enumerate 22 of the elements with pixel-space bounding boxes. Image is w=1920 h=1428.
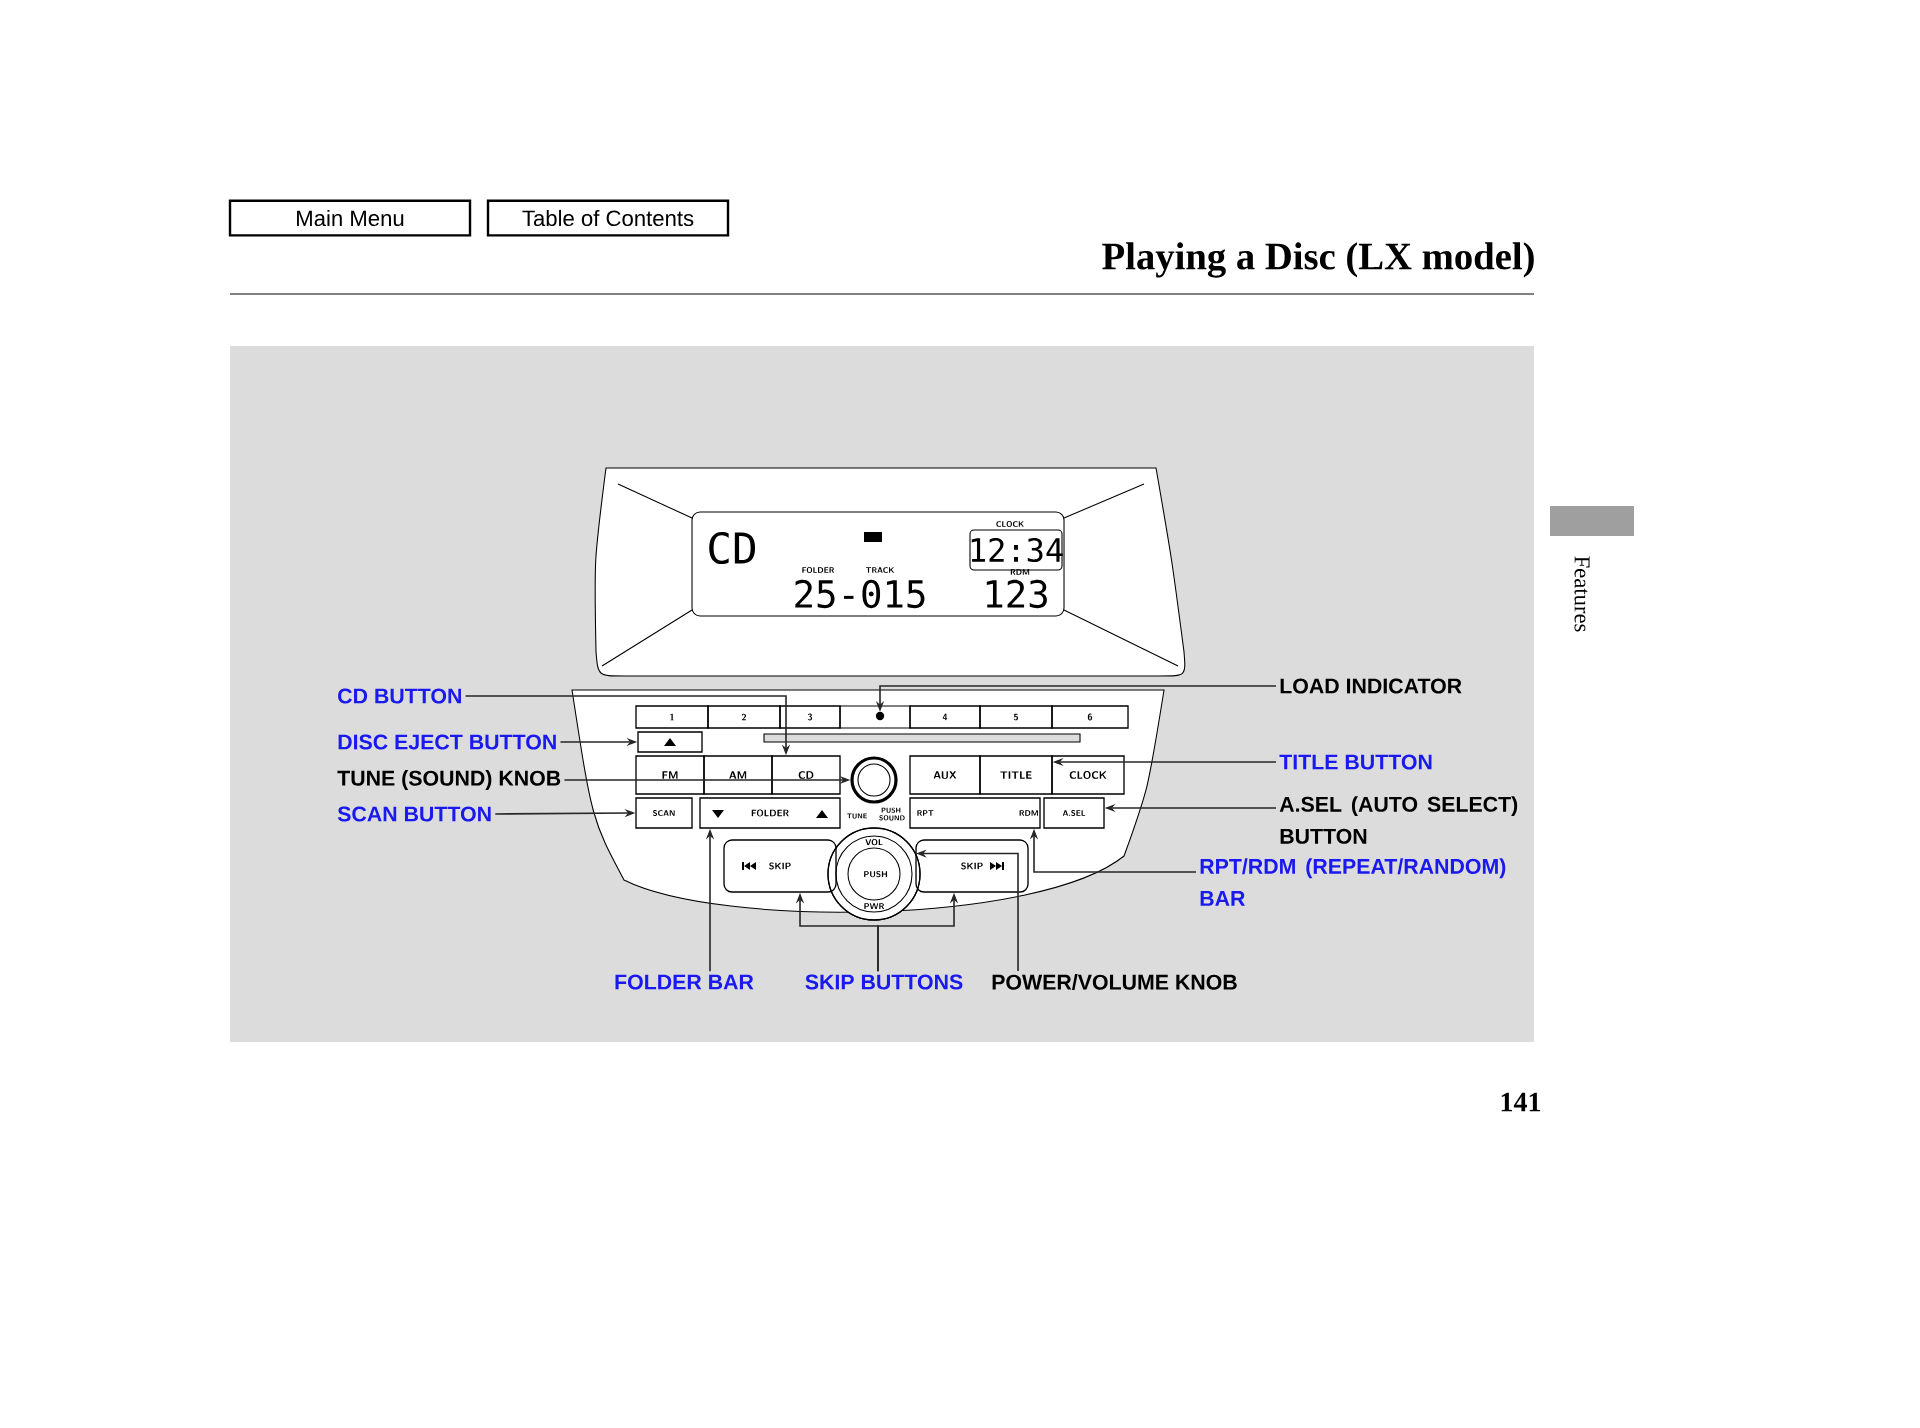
callout-label: LOAD INDICATOR <box>1280 678 1462 694</box>
callout-label: FOLDER BAR <box>615 974 754 990</box>
section-tab-label: Features <box>1574 556 1590 632</box>
callout-label: TUNE (SOUND) KNOB <box>337 770 561 790</box>
callout-label: SKIP BUTTONS <box>805 974 963 990</box>
menu-button: Main Menu <box>228 199 472 237</box>
callout-label: DISC EJECT BUTTON <box>338 734 556 750</box>
callout-label: CD BUTTON <box>338 688 461 704</box>
tune-knob <box>850 756 898 804</box>
callout-label: TITLE BUTTON <box>1279 754 1432 770</box>
display-readout: 12:34 <box>971 537 1063 563</box>
menu-button: Table of Contents <box>486 199 730 237</box>
callout-label: SCAN BUTTON <box>337 806 491 822</box>
callout-label: POWER/VOLUME KNOB <box>992 974 1237 990</box>
display-readout: 25-015 <box>795 579 925 609</box>
eject-button <box>637 731 703 753</box>
display-readout: 123 <box>986 579 1047 609</box>
callout-label: A.SEL (AUTO SELECT) BUTTON <box>1279 796 1518 844</box>
display-readout: CD <box>709 531 756 565</box>
page-title: Playing a Disc (LX model) <box>1102 242 1534 278</box>
page-number: 141 <box>1501 1092 1541 1112</box>
callout-label: RPT/RDM (REPEAT/RANDOM) BAR <box>1200 858 1506 906</box>
